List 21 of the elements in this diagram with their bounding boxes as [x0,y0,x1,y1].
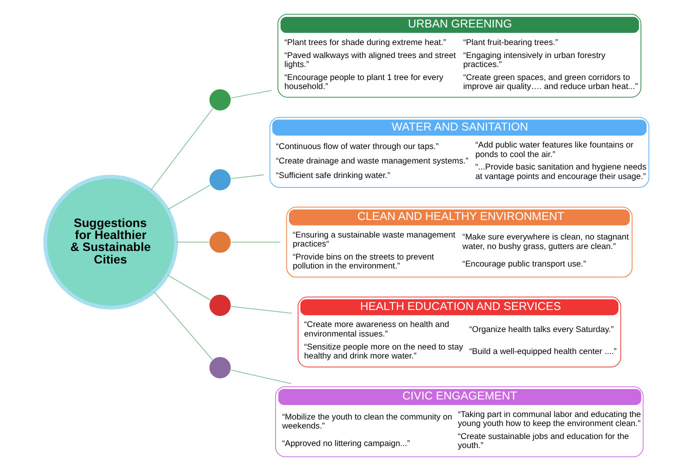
connector [230,306,292,314]
node-box: CLEAN AND HEALTHY ENVIRONMENT “Ensuring a sustainable waste management practices“ “Provide bins on the streets to prevent pollution in the environment.” “Make sure everywhere is clean, no stagnant water, no bushy grass, gutters are clean.” “Encourage public transport use.” [286,206,632,278]
connector [230,370,292,384]
connector [168,184,211,210]
node-circle [208,294,232,317]
node-circle: Suggestions for Healthier & Sustainable Cities [43,174,178,310]
node-box: WATER AND SANITATION “Continuous flow of water through our taps.” “Create drainage and waste management systems.” “Sufficient safe drinking water.” “Add public water features like fountains or ponds to cool the air.” “...Provide basic sanitation and hygiene needs at vantage points and encourage their usage.” [270,116,650,188]
connector [167,274,211,300]
connector [150,108,214,191]
node-box: URBAN GREENING “Plant trees for shade during extreme heat.” “Paved walkways with aligned trees and street lights.” “Encourage people to plant 1 tree for every household.” “Plant fruit-bearing trees.” “Engaging intensively in urban forestry practices.” “Create green spaces, and green corridors to improve air quality…. and reduce urban heat...” [278,14,642,98]
connector [231,242,281,243]
node-circle [208,356,232,380]
node-box: CIVIC ENGAGEMENT “Mobilize the youth to clean the community on weekends.” “Approved no littering campaign...” “Taking part in communal labor and educating the young youth how to keep the environment clean.” “Create sustainable jobs and education for the youth.” [275,386,644,458]
connector [154,291,213,360]
node-circle [208,230,232,254]
connector [230,174,264,179]
node-circle [208,88,232,112]
node-circle [208,168,232,192]
node-box: HEALTH EDUCATION AND SERVICES “Create more awareness on health and environmental issues.” “Sensitize people more on the need to stay healthy and drink more water.” “Organize health talks every Saturday.” “Build a well-equipped health center ....” [298,296,622,368]
connector [176,242,210,243]
connector [230,90,272,98]
